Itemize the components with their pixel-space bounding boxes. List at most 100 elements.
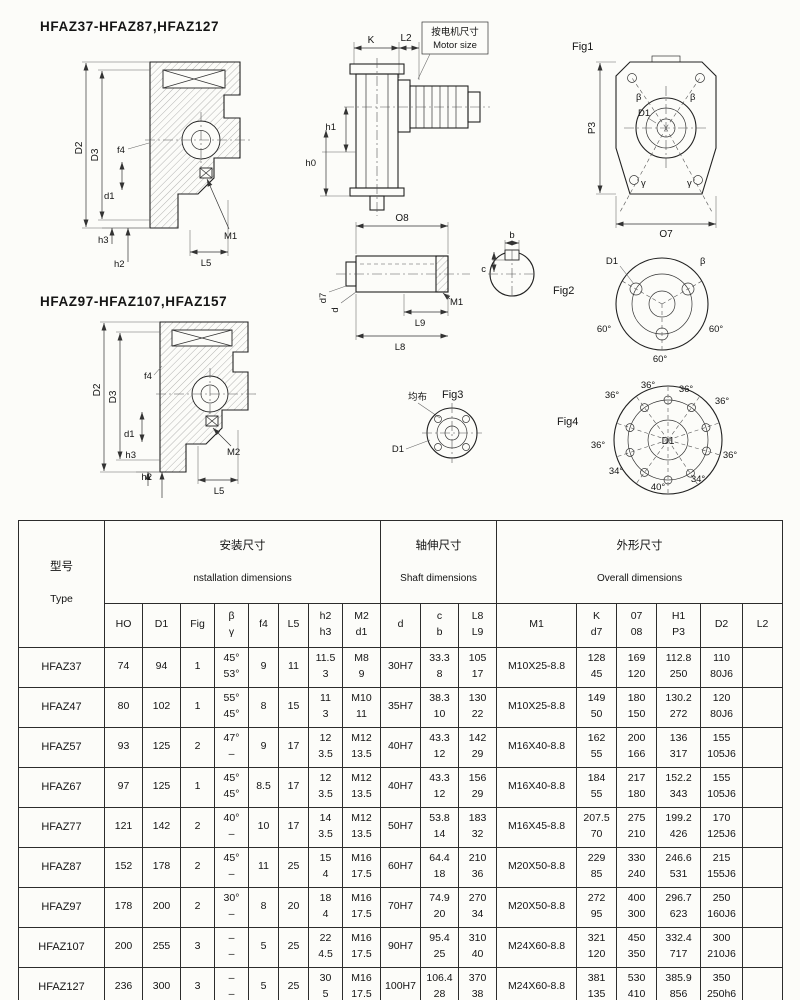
table-cell: M24X60-8.8: [496, 926, 578, 968]
row-type-label: HFAZ67: [18, 766, 105, 808]
table-cell: 142 29: [458, 726, 498, 768]
table-cell: [742, 846, 784, 888]
angle-60-right: 60°: [709, 324, 724, 335]
row-type-label: HFAZ107: [18, 926, 105, 968]
fig1-drawing: Fig1 β β γ γ D1 P3 O7: [572, 41, 717, 240]
table-cell: 310 40: [458, 926, 498, 968]
table-cell: 2: [180, 846, 215, 888]
dim-o7-label: O7: [659, 229, 673, 240]
column-header: 07 08: [616, 602, 658, 648]
table-cell: 275 210: [616, 806, 658, 848]
table-cell: [742, 726, 784, 768]
table-cell: 200: [142, 886, 181, 928]
motor-drawing: K L2 按电机尺寸 Motor size h1 h0: [305, 21, 490, 216]
dim-s2-h3: h3: [125, 450, 136, 461]
fig4-drawing: Fig4 D1 36° 36° 36° 36° 36° 34° 40° 34° …: [557, 380, 737, 495]
table-cell: 300: [142, 966, 181, 1000]
table-cell: 80: [104, 686, 143, 728]
table-cell: M16 17.5: [341, 846, 382, 888]
table-cell: 199.2 426: [656, 806, 702, 848]
table-cell: 215 155J6: [700, 846, 744, 888]
table-cell: M16 17.5: [341, 926, 382, 968]
table-cell: 450 350: [616, 926, 658, 968]
table-cell: M8 9: [341, 646, 382, 688]
angle-36-1: 36°: [605, 390, 620, 401]
table-cell: 183 32: [458, 806, 498, 848]
dim-l5-label: L5: [201, 258, 212, 269]
table-cell: 45° 45°: [214, 766, 249, 808]
dim-l2-label: L2: [400, 33, 412, 44]
table-cell: 45° –: [214, 846, 249, 888]
table-cell: 270 34: [458, 886, 498, 928]
table-cell: 130 22: [458, 686, 498, 728]
column-header: β γ: [214, 602, 249, 648]
row-type-label: HFAZ77: [18, 806, 105, 848]
table-cell: 30° –: [214, 886, 249, 928]
table-cell: 25: [278, 966, 309, 1000]
dim-s2-l5: L5: [214, 486, 225, 497]
dim-s2-d2: D2: [92, 383, 103, 396]
shaft-drawing: O8 d7 d M1 L9 L8: [318, 213, 470, 353]
dim-d1-label: d1: [104, 191, 115, 202]
table-cell: [742, 806, 784, 848]
table-cell: 128 45: [576, 646, 618, 688]
column-header: c b: [420, 602, 460, 648]
table-cell: [742, 926, 784, 968]
table-cell: 400 300: [616, 886, 658, 928]
fig3-note: 均布: [408, 391, 427, 403]
row-type-label: HFAZ37: [18, 646, 105, 688]
row-type-label: HFAZ47: [18, 686, 105, 728]
table-cell: 155 105J6: [700, 766, 744, 808]
group-overall-cn: 外形尺寸: [616, 539, 663, 552]
table-cell: M12 13.5: [341, 766, 382, 808]
table-cell: M10X25-8.8: [496, 646, 578, 688]
fig2-drawing: Fig2 D1 β 60° 60° 60°: [553, 256, 723, 365]
fig2-label: Fig2: [553, 285, 574, 297]
column-header: f4: [248, 602, 279, 648]
spec-table: 型号 Type 安装尺寸 nstallation dimensions 轴伸尺寸…: [18, 520, 784, 1000]
section2-drawing: HFAZ97-HFAZ107,HFAZ157 D2 D3 f4 d1 h3 h2…: [40, 294, 258, 498]
row-type-label: HFAZ127: [18, 966, 105, 1000]
table-cell: 178: [104, 886, 143, 928]
table-cell: – –: [214, 966, 249, 1000]
dim-s2-d3: D3: [108, 390, 119, 403]
table-cell: 35H7: [380, 686, 422, 728]
table-cell: 155 105J6: [700, 726, 744, 768]
fig3-drawing: 均布 Fig3 D1: [392, 389, 482, 463]
table-cell: M12 13.5: [341, 806, 382, 848]
table-cell: 53.8 14: [420, 806, 460, 848]
dim-d2-label: D2: [74, 141, 85, 154]
table-cell: 178: [142, 846, 181, 888]
group-installation-en: nstallation dimensions: [193, 572, 292, 584]
table-cell: 15: [278, 686, 309, 728]
angle-34-1: 34°: [609, 466, 624, 477]
row-type-label: HFAZ97: [18, 886, 105, 928]
table-cell: M16 17.5: [341, 886, 382, 928]
table-cell: 14 3.5: [308, 806, 343, 848]
housing-outline: [615, 61, 717, 195]
row-type-label: HFAZ57: [18, 726, 105, 768]
column-header: L8 L9: [458, 602, 498, 648]
column-header: M2 d1: [341, 602, 382, 648]
table-cell: 43.3 12: [420, 766, 460, 808]
table-cell: 97: [104, 766, 143, 808]
table-cell: [742, 886, 784, 928]
dim-h1-label: h1: [325, 122, 336, 133]
dim-d-label: d: [330, 307, 341, 312]
table-cell: 105 17: [458, 646, 498, 688]
table-cell: M12 13.5: [341, 726, 382, 768]
table-cell: 530 410: [616, 966, 658, 1000]
table-cell: 100H7: [380, 966, 422, 1000]
table-cell: 3: [180, 966, 215, 1000]
dim-l9-label: L9: [415, 318, 426, 329]
angle-40-1: 40°: [651, 482, 666, 493]
table-cell: 55° 45°: [214, 686, 249, 728]
table-cell: 156 29: [458, 766, 498, 808]
dim-fig3-d1: D1: [392, 444, 404, 455]
table-cell: [742, 646, 784, 688]
column-header: K d7: [576, 602, 618, 648]
table-cell: 17: [278, 726, 309, 768]
